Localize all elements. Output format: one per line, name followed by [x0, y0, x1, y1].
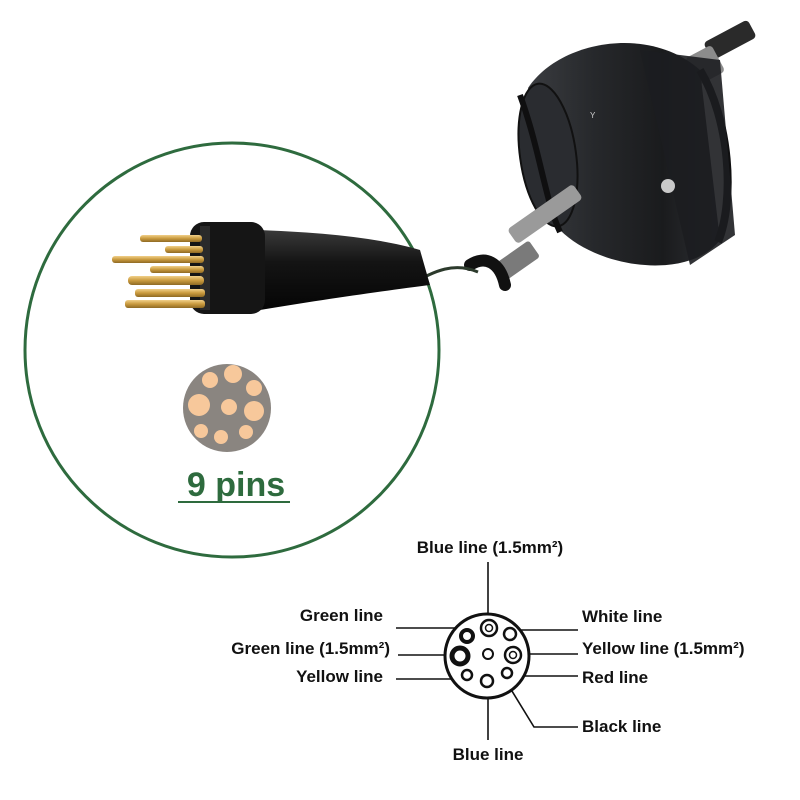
label-blue: Blue line: [453, 745, 524, 764]
connector-pins-icon: [112, 222, 430, 314]
connector-diagram: Blue line (1.5mm²) Green line Green line…: [231, 538, 744, 764]
label-yellow: Yellow line: [296, 667, 383, 686]
hub-motor-icon: Y: [464, 20, 756, 291]
zoom-circle: [23, 141, 441, 559]
label-green-thick: Green line (1.5mm²): [231, 639, 390, 658]
label-white: White line: [582, 607, 662, 626]
label-blue-thick: Blue line (1.5mm²): [417, 538, 563, 557]
pin-count-title: 9 pins: [187, 466, 285, 504]
svg-text:Y: Y: [590, 111, 596, 120]
label-yellow-thick: Yellow line (1.5mm²): [582, 639, 745, 658]
label-green: Green line: [300, 606, 383, 625]
pin-face-icon: [183, 364, 271, 452]
label-red: Red line: [582, 668, 648, 687]
label-black: Black line: [582, 717, 661, 736]
